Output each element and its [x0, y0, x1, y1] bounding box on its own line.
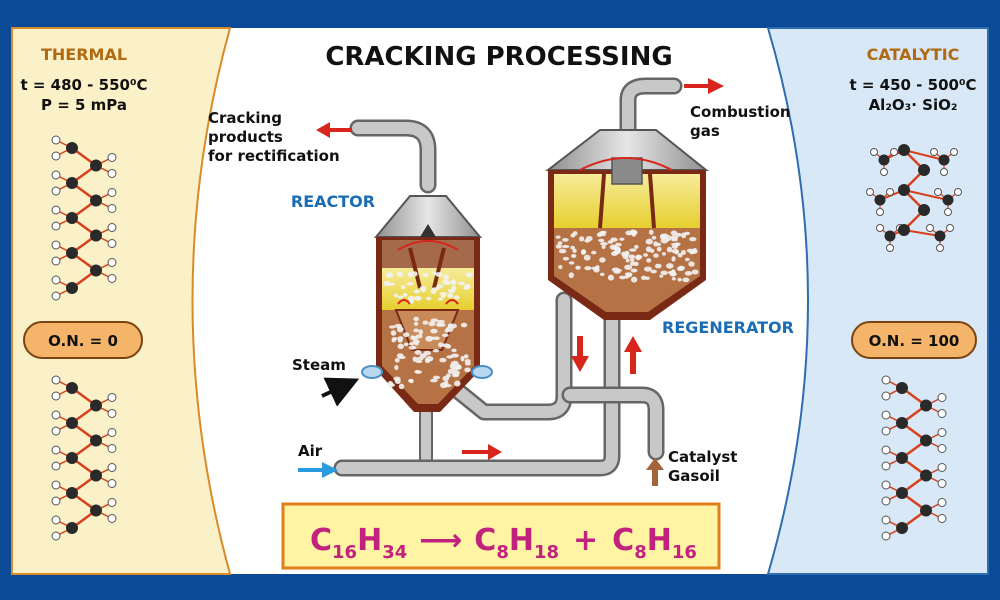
- steam-arrow: [321, 377, 360, 407]
- products-label-line2: products: [208, 128, 283, 146]
- reactor-catalyst-granules: [383, 271, 474, 390]
- catalytic-temperature: t = 450 - 500⁰C: [849, 76, 976, 94]
- catalytic-catalyst: Al₂O₃· SiO₂: [869, 96, 958, 114]
- page-title: CRACKING PROCESSING: [325, 42, 672, 72]
- regenerator-label: REGENERATOR: [662, 318, 794, 337]
- reaction-equation: C16H34⟶C8H18+C8H16: [281, 502, 721, 570]
- regenerator-vessel: [545, 129, 709, 320]
- flow-arrows: [298, 78, 724, 486]
- molecule-catalytic-top: [866, 144, 962, 252]
- combustion-label-line2: gas: [690, 122, 720, 140]
- air-inlet-arrow: [298, 462, 338, 478]
- molecule-thermal-bottom: [51, 375, 117, 541]
- gasoil-label: Gasoil: [668, 467, 720, 485]
- products-label-line3: for rectification: [208, 147, 340, 165]
- equation-text: C16H34⟶C8H18+C8H16: [310, 523, 697, 563]
- combustion-label-line1: Combustion: [690, 103, 791, 121]
- catalytic-on-badge: O.N. = 100: [851, 321, 977, 359]
- catalyst-label: Catalyst: [668, 448, 737, 466]
- molecule-thermal-top: [51, 135, 117, 301]
- catalytic-on-text: O.N. = 100: [869, 332, 960, 350]
- steam-label: Steam: [292, 356, 346, 374]
- thermal-heading: THERMAL: [41, 45, 127, 64]
- thermal-panel: [11, 27, 232, 575]
- regenerator-catalyst-granules: [555, 229, 699, 283]
- thermal-on-text: O.N. = 0: [48, 332, 118, 350]
- air-label: Air: [298, 442, 323, 460]
- thermal-on-badge: O.N. = 0: [23, 321, 143, 359]
- thermal-pressure: P = 5 mPa: [41, 96, 127, 114]
- main-panel: [12, 28, 988, 574]
- catalyst-inlet-arrow: [646, 458, 664, 486]
- pipework: [333, 77, 683, 477]
- up-arrow: [624, 336, 642, 374]
- combustion-arrow: [684, 78, 724, 94]
- thermal-temperature: t = 480 - 550⁰C: [20, 76, 147, 94]
- reactor-label: REACTOR: [291, 192, 375, 211]
- products-label-line1: Cracking: [208, 109, 282, 127]
- products-arrow: [316, 122, 352, 138]
- catalytic-heading: CATALYTIC: [867, 45, 960, 64]
- equation-box: [281, 502, 721, 570]
- molecule-catalytic-bottom: [881, 375, 947, 541]
- down-arrow: [571, 336, 589, 372]
- air-flow-arrow: [462, 444, 502, 460]
